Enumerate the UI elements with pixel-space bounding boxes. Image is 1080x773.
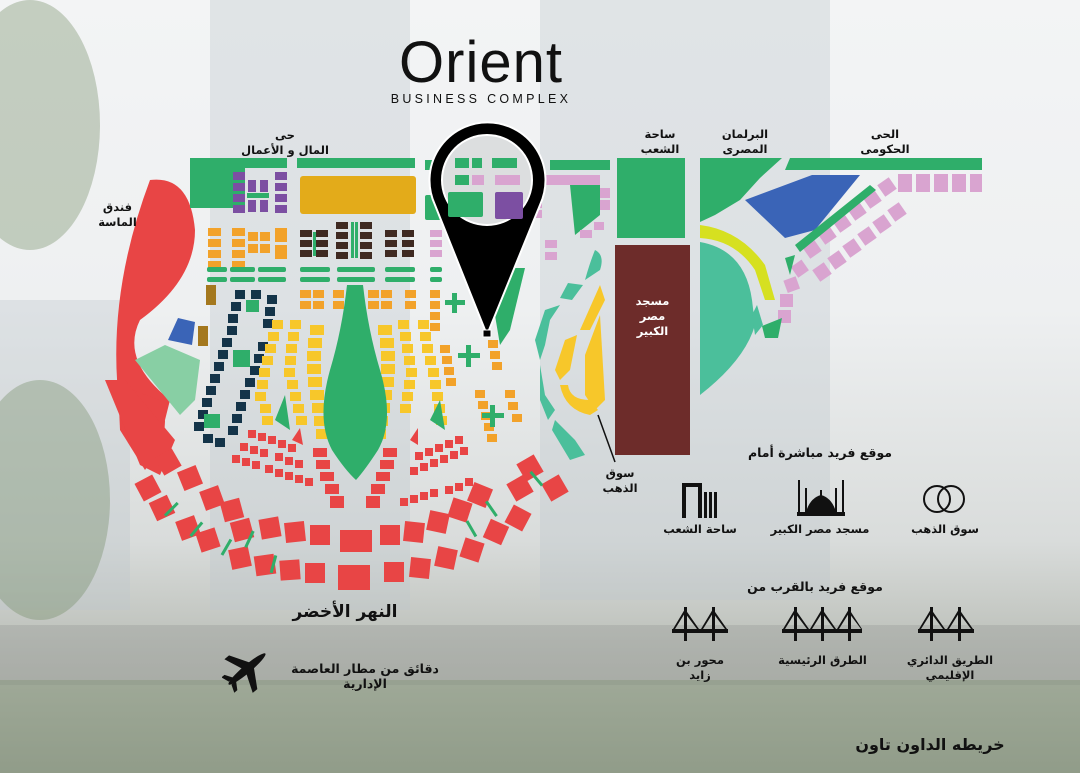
- blue-block: [168, 318, 195, 345]
- label-business-district: حى المال و الأعمال: [241, 128, 329, 157]
- label-gold-market: سوق الذهب: [602, 466, 638, 495]
- grand-mosque-block: [615, 245, 690, 455]
- orient-logo: Orient BUSINESS COMPLEX: [376, 30, 586, 107]
- label-diamond-hotel: فندق الماسة: [98, 200, 137, 229]
- business-district-gold-block: [300, 176, 416, 214]
- nearby-front-label-2: سوق الذهب: [911, 522, 979, 536]
- pale-green-block: [135, 345, 200, 415]
- label-grand-mosque: مسجد مصر الكبير: [635, 294, 670, 338]
- nearby-front-title: موقع فريد مباشرة أمام: [747, 445, 893, 460]
- green-river: [323, 285, 388, 480]
- lime-arc: [700, 225, 775, 300]
- logo-subtitle: BUSINESS COMPLEX: [390, 92, 572, 106]
- background-road: [0, 625, 1080, 685]
- nearby-front-label-1: مسجد مصر الكبير: [770, 522, 870, 536]
- nearby-close-label-2: الطريق الدائري الإقليمي: [906, 653, 994, 682]
- background-grass: [0, 680, 1080, 773]
- bridge-icon: [672, 607, 728, 641]
- gold-rings-icon: [923, 485, 965, 513]
- nearby-close-title: موقع فريد بالقرب من: [747, 579, 883, 594]
- nearby-close-label-0: محور بن زايد: [676, 653, 724, 682]
- parliament-block: [700, 242, 755, 395]
- nearby-front-label-0: ساحة الشعب: [663, 522, 737, 536]
- mosque-icon: [797, 480, 845, 516]
- background-building: [0, 300, 130, 610]
- label-green-river: النهر الأخضر: [292, 602, 398, 622]
- nearby-close-label-1: الطرق الرئيسية: [778, 653, 867, 667]
- map-pin-icon: [428, 121, 547, 338]
- background-tree: [0, 380, 110, 620]
- downtown-map-title: خريطه الداون تاون: [855, 735, 1005, 754]
- blue-government-block: [745, 175, 860, 238]
- bridge-icon: [918, 607, 974, 641]
- label-people-square: ساحة الشعب: [640, 127, 680, 156]
- airplane-icon: [222, 653, 266, 693]
- label-egyptian-parliament: البرلمان المصرى: [721, 127, 769, 156]
- label-government-district: الحى الحكومى: [860, 127, 910, 156]
- logo-brand: Orient: [399, 30, 563, 95]
- bridge-icon: [782, 607, 862, 641]
- airport-label: دقائق من مطار العاصمة الإدارية: [291, 661, 439, 691]
- people-square-icon: [682, 483, 717, 518]
